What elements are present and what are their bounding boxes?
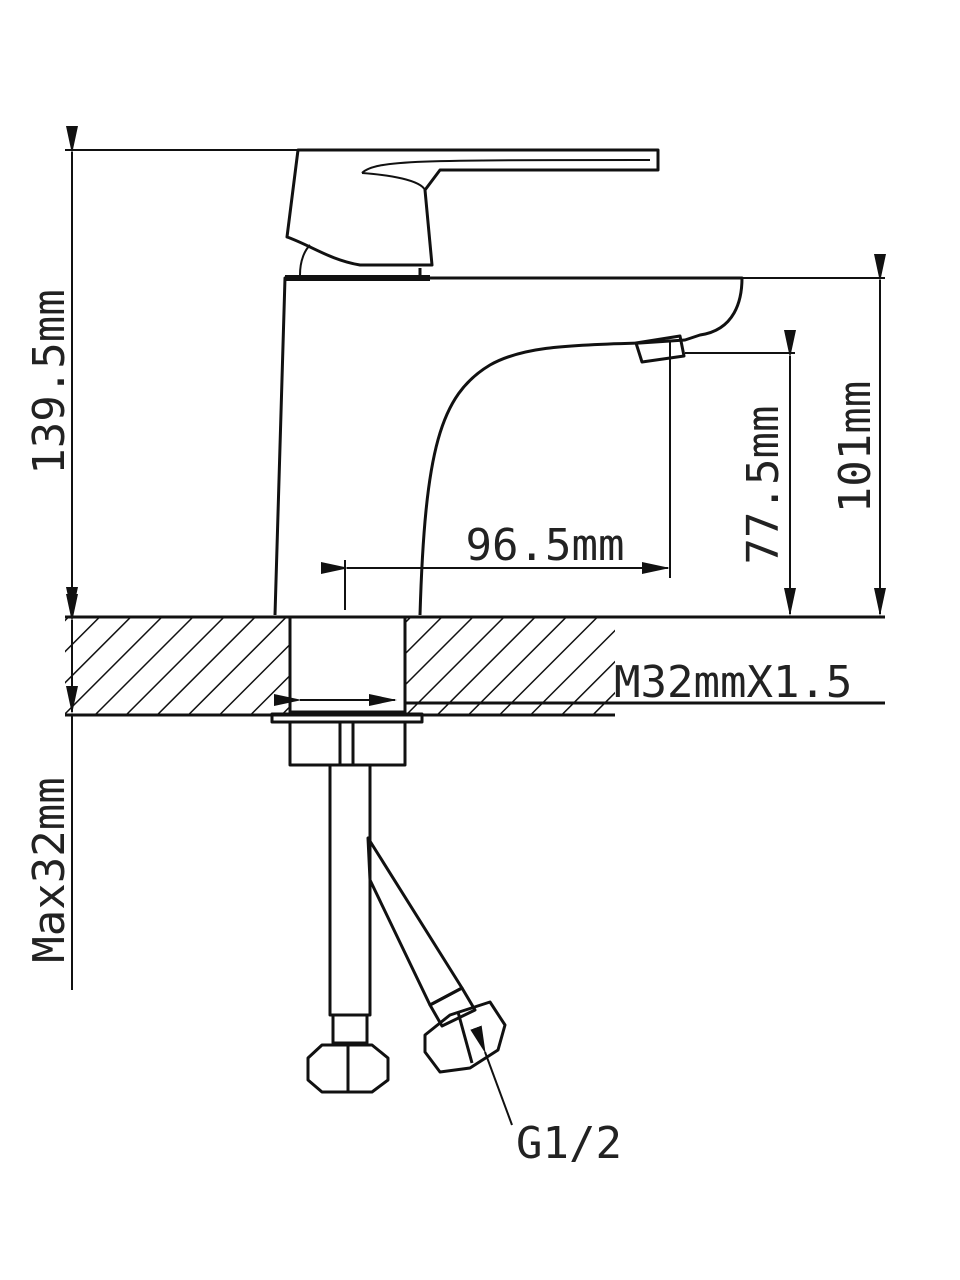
max-thickness-label: Max32mm <box>24 777 75 962</box>
mounting-nut <box>288 720 407 767</box>
faucet-handle <box>285 148 660 278</box>
supply-hose-straight <box>306 763 390 1094</box>
dimension-lines <box>65 126 886 1126</box>
thread-label: M32mmX1.5 <box>614 657 852 708</box>
hose-connection-label: G1/2 <box>516 1118 622 1169</box>
threaded-shank <box>270 615 424 724</box>
spout-outlet-height-label: 77.5mm <box>738 406 789 565</box>
faucet-body <box>273 275 744 616</box>
total-height-label: 139.5mm <box>24 289 75 474</box>
supply-hose-angled <box>366 836 507 1074</box>
spout-top-height-label: 101mm <box>830 381 881 513</box>
spout-reach-label: 96.5mm <box>466 520 625 571</box>
